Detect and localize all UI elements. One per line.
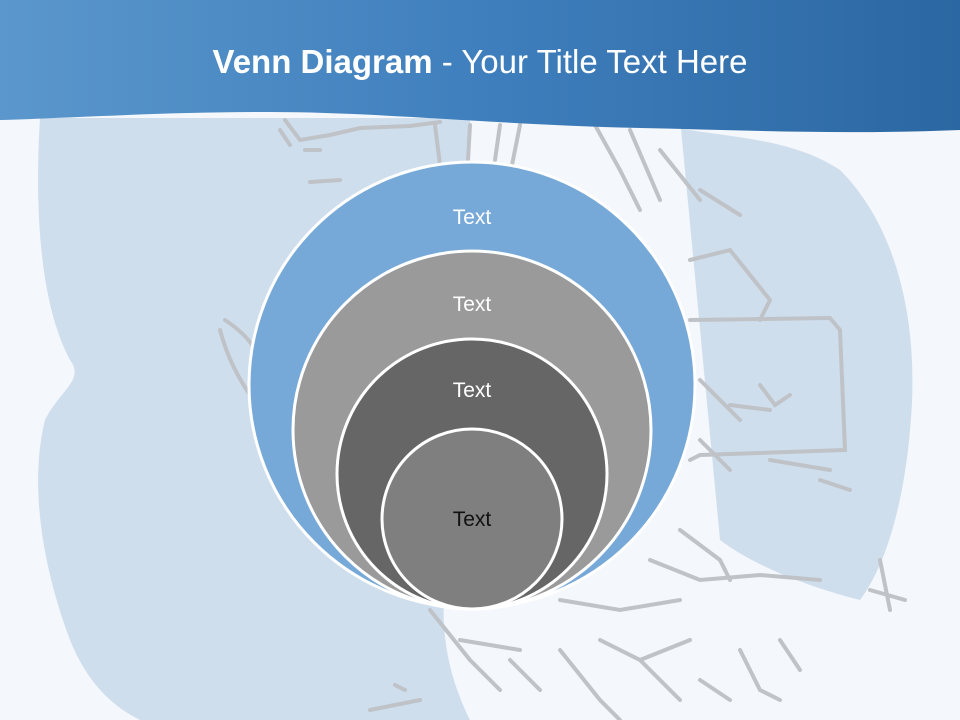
page-title: Venn Diagram - Your Title Text Here — [0, 38, 960, 86]
ring-second-label: Text — [453, 293, 492, 316]
ring-inner-label: Text — [453, 508, 492, 531]
page-title-bold: Venn Diagram — [212, 43, 433, 80]
background-silhouette-right — [640, 118, 913, 600]
page-title-rest: - Your Title Text Here — [432, 43, 748, 80]
header-band — [0, 0, 960, 133]
background-sketch — [218, 118, 907, 720]
ring-third-label: Text — [453, 379, 492, 402]
ring-outer-label: Text — [453, 206, 492, 229]
ring-inner — [380, 427, 564, 611]
